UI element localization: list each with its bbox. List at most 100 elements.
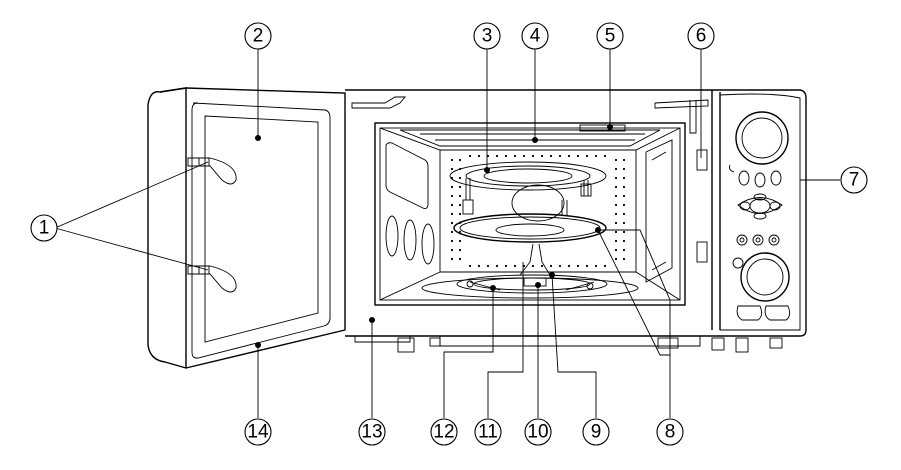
perforation-dot	[595, 155, 597, 157]
perforation-dot	[459, 249, 461, 251]
door	[148, 88, 345, 368]
callout-4: 4	[522, 23, 548, 49]
callout-5-label: 5	[605, 26, 616, 47]
callout-7-label: 7	[849, 170, 860, 191]
perforation-dot	[623, 231, 625, 233]
perforation-dot	[469, 265, 471, 267]
perforation-dot	[451, 222, 453, 224]
callout-6: 6	[688, 23, 714, 49]
perforation-dot	[459, 213, 461, 215]
perforation-dot	[623, 195, 625, 197]
perforation-dot	[532, 265, 534, 267]
perforation-dot	[451, 159, 453, 161]
perforation-dot	[577, 265, 579, 267]
perforation-dot	[623, 213, 625, 215]
perforation-dot	[623, 159, 625, 161]
perforation-dot	[478, 155, 480, 157]
perforation-dot	[451, 195, 453, 197]
callout-1-label: 1	[39, 218, 50, 239]
perforation-dot	[451, 168, 453, 170]
perforation-dot	[451, 186, 453, 188]
callout-7: 7	[841, 167, 867, 193]
perforation-dot	[623, 222, 625, 224]
perforation-dot	[615, 249, 617, 251]
perforation-dot	[469, 155, 471, 157]
callout-12-label: 12	[433, 422, 454, 443]
perforation-dot	[615, 231, 617, 233]
perforation-dot	[459, 159, 461, 161]
callout-1: 1	[31, 215, 57, 241]
perforation-dot	[532, 155, 534, 157]
perforation-dot	[623, 249, 625, 251]
perforation-dot	[505, 265, 507, 267]
perforation-dot	[496, 265, 498, 267]
callout-10: 10	[525, 419, 551, 445]
callout-9-label: 9	[591, 422, 602, 443]
callout-3: 3	[474, 23, 500, 49]
callout-dots	[255, 124, 613, 348]
perforation-dot	[478, 265, 480, 267]
perforation-dot	[451, 231, 453, 233]
callout-11-label: 11	[478, 422, 498, 443]
perforation-dot	[459, 258, 461, 260]
callout-3-label: 3	[482, 26, 493, 47]
perforation-dot	[615, 204, 617, 206]
perforation-dot	[586, 155, 588, 157]
callout-2: 2	[245, 23, 271, 49]
perforation-dot	[615, 213, 617, 215]
perforation-dot	[623, 204, 625, 206]
perforation-dot	[615, 240, 617, 242]
perforation-dot	[505, 155, 507, 157]
perforation-dot	[459, 177, 461, 179]
perforation-dot	[487, 265, 489, 267]
perforation-dot	[604, 265, 606, 267]
perforation-dot	[615, 195, 617, 197]
perforation-dot	[623, 177, 625, 179]
perforation-dot	[451, 213, 453, 215]
perforation-dot	[586, 265, 588, 267]
callout-8-label: 8	[665, 422, 676, 443]
callout-13: 13	[359, 419, 385, 445]
perforation-dot	[604, 155, 606, 157]
perforation-dot	[541, 265, 543, 267]
perforation-dot	[615, 186, 617, 188]
perforation-dot	[623, 186, 625, 188]
perforation-dot	[568, 155, 570, 157]
perforation-dot	[523, 155, 525, 157]
perforation-dot	[541, 155, 543, 157]
callout-14: 14	[245, 419, 271, 445]
perforation-dot	[595, 265, 597, 267]
perforation-dot	[615, 159, 617, 161]
callout-6-label: 6	[696, 26, 707, 47]
callout-10-label: 10	[527, 422, 548, 443]
perforation-dot	[623, 168, 625, 170]
callout-14-label: 14	[247, 422, 269, 443]
perforation-dot	[459, 204, 461, 206]
perforation-dot	[496, 155, 498, 157]
callout-11: 11	[475, 419, 501, 445]
callout-13-label: 13	[361, 422, 382, 443]
perforation-dot	[514, 155, 516, 157]
perforation-dot	[615, 258, 617, 260]
perforation-dot	[459, 240, 461, 242]
perforation-dot	[623, 240, 625, 242]
perforation-dot	[459, 186, 461, 188]
perforation-dot	[568, 265, 570, 267]
callout-9: 9	[583, 419, 609, 445]
control-panel	[712, 90, 800, 330]
perforation-dot	[615, 168, 617, 170]
callout-2-label: 2	[253, 26, 264, 47]
perforation-dot	[459, 195, 461, 197]
perforation-dot	[451, 258, 453, 260]
perforation-dot	[514, 265, 516, 267]
perforation-dot	[550, 155, 552, 157]
back-wall-perforations	[451, 155, 625, 267]
perforation-dot	[559, 155, 561, 157]
callout-5: 5	[597, 23, 623, 49]
perforation-dot	[623, 258, 625, 260]
callout-4-label: 4	[530, 26, 541, 47]
leader-lines	[55, 49, 840, 418]
perforation-dot	[559, 265, 561, 267]
